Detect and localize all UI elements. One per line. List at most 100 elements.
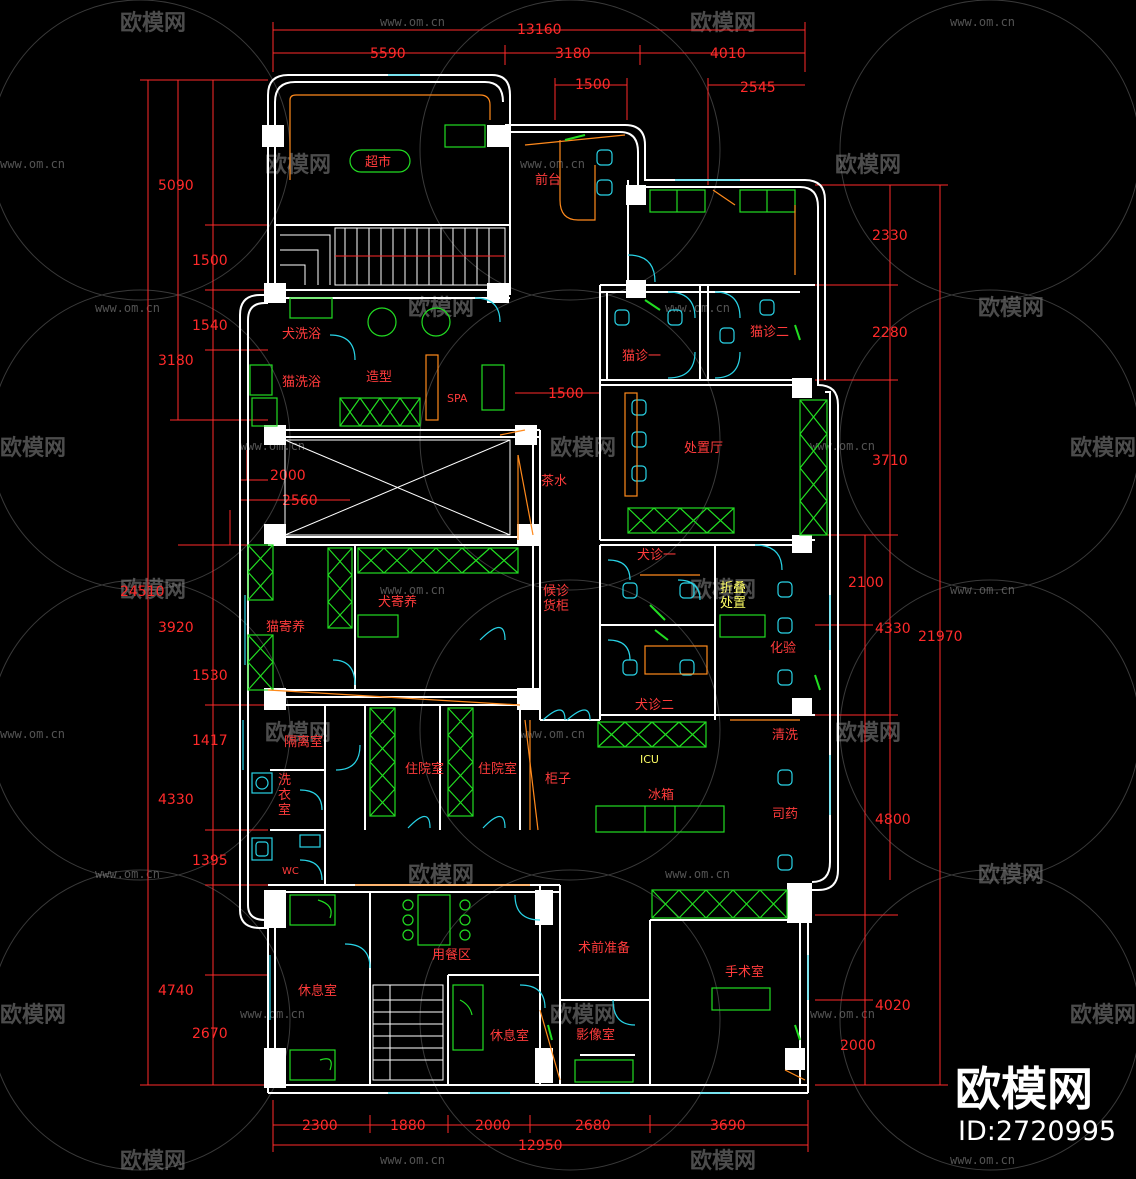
watermark-brand: 欧模网 <box>408 295 474 321</box>
room-cabinet: 柜子 <box>545 772 571 787</box>
room-reception: 前台 <box>535 172 561 188</box>
dim-bottom-a: 2300 <box>302 1118 338 1134</box>
watermark-url: www.om.cn <box>0 157 65 171</box>
room-cleaning: 清洗 <box>772 728 798 743</box>
watermark-url: www.om.cn <box>810 1007 875 1021</box>
dim-right-e: 4330 <box>875 621 911 637</box>
dim-left-a: 5090 <box>158 178 194 194</box>
room-fridge: 冰箱 <box>648 787 674 803</box>
brand-id: ID:2720995 <box>958 1116 1116 1147</box>
room-imaging: 影像室 <box>576 1027 615 1043</box>
dim-right-g: 4020 <box>875 998 911 1014</box>
watermark-brand: 欧模网 <box>978 295 1044 321</box>
watermark-brand: 欧模网 <box>835 720 901 746</box>
watermark-brand: 欧模网 <box>120 10 186 36</box>
dim-right-outer: 21970 <box>918 629 963 645</box>
dim-left-e: 2000 <box>270 468 306 484</box>
dim-right-d: 2100 <box>848 575 884 591</box>
dim-right-f: 4800 <box>875 812 911 828</box>
dim-left-k: 1395 <box>192 853 228 869</box>
room-treatment-hall: 处置厅 <box>684 441 723 456</box>
watermark-url: www.om.cn <box>665 867 730 881</box>
dim-left-m: 2670 <box>192 1026 228 1042</box>
room-supermarket: 超市 <box>365 154 391 170</box>
watermark-brand: 欧模网 <box>0 1002 66 1028</box>
dim-left-b: 1500 <box>192 253 228 269</box>
room-laundry: 洗衣室 <box>278 773 291 818</box>
dimension-labels: 13160 5590 3180 4010 1500 2545 2300 1880… <box>120 22 963 1154</box>
room-icu: ICU <box>640 753 659 766</box>
watermark-brand: 欧模网 <box>690 1148 756 1174</box>
room-pharmacy: 司药 <box>772 807 798 822</box>
watermark-brand: 欧模网 <box>1070 435 1136 461</box>
room-dog-bath: 犬洗浴 <box>282 327 321 342</box>
watermark-url: www.om.cn <box>240 1007 305 1021</box>
dim-right-c: 3710 <box>872 453 908 469</box>
watermark-url: www.om.cn <box>0 727 65 741</box>
dim-left-f: 2560 <box>282 493 318 509</box>
void-cross <box>284 439 511 536</box>
dim-left-i: 1417 <box>192 733 228 749</box>
watermark-url: www.om.cn <box>95 867 160 881</box>
watermark-url: www.om.cn <box>950 583 1015 597</box>
watermark-url: www.om.cn <box>520 727 585 741</box>
room-cat-boarding: 猫寄养 <box>266 619 305 635</box>
watermark-url: www.om.cn <box>380 1153 445 1167</box>
green-furniture <box>247 124 828 1083</box>
watermark-url: www.om.cn <box>380 583 445 597</box>
watermark-brand: 欧模网 <box>690 10 756 36</box>
dim-left-j: 4330 <box>158 792 194 808</box>
watermark-url: www.om.cn <box>95 301 160 315</box>
watermark-url: www.om.cn <box>380 15 445 29</box>
room-labels: 超市 前台 犬洗浴 猫洗浴 造型 SPA 猫诊一 猫诊二 处置厅 茶水 候诊货柜… <box>266 154 798 1044</box>
watermark-url: www.om.cn <box>950 15 1015 29</box>
dim-bottom-c: 2000 <box>475 1118 511 1134</box>
room-dog-boarding: 犬寄养 <box>378 594 417 610</box>
watermark-brand: 欧模网 <box>1070 1002 1136 1028</box>
watermark-brand: 欧模网 <box>408 862 474 888</box>
watermark-brand: 欧模网 <box>265 152 331 178</box>
dim-top-e: 2545 <box>740 80 776 96</box>
room-isolation: 隔离室 <box>284 734 323 750</box>
watermark-brand: 欧模网 <box>550 435 616 461</box>
watermark-brand: 欧模网 <box>835 152 901 178</box>
dim-right-a: 2330 <box>872 228 908 244</box>
brand-watermark: 欧模网 ID:2720995 <box>955 1062 1116 1147</box>
watermark-brand: 欧模网 <box>120 577 186 603</box>
room-lab: 化验 <box>770 640 796 656</box>
dim-bottom-total: 12950 <box>518 1138 563 1154</box>
watermark-brand: 欧模网 <box>120 1148 186 1174</box>
dim-mid-1500: 1500 <box>548 386 584 402</box>
room-wc: WC <box>282 866 299 877</box>
room-styling: 造型 <box>366 370 392 385</box>
dim-left-g: 3920 <box>158 620 194 636</box>
watermark-url: www.om.cn <box>950 1153 1015 1167</box>
room-pre-op: 术前准备 <box>578 940 630 956</box>
dim-right-b: 2280 <box>872 325 908 341</box>
watermark-url: www.om.cn <box>810 439 875 453</box>
dim-top-d: 1500 <box>575 77 611 93</box>
stairs-top <box>280 227 506 286</box>
watermark-brand: 欧模网 <box>265 720 331 746</box>
room-cat-consult-2: 猫诊二 <box>750 325 789 340</box>
watermark-url: www.om.cn <box>665 301 730 315</box>
room-fold-treatment: 折叠处置 <box>720 581 746 611</box>
room-dog-consult-2: 犬诊二 <box>635 698 674 713</box>
dim-top-a: 5590 <box>370 46 406 62</box>
dim-bottom-d: 2680 <box>575 1118 611 1134</box>
watermark-brand: 欧模网 <box>690 577 756 603</box>
dim-top-total: 13160 <box>517 22 562 38</box>
room-ward-1: 住院室 <box>405 761 444 777</box>
columns <box>262 125 812 1088</box>
room-ward-2: 住院室 <box>478 761 517 777</box>
dim-left-c: 1540 <box>192 318 228 334</box>
room-rest-2: 休息室 <box>490 1028 529 1044</box>
dim-bottom-e: 3690 <box>710 1118 746 1134</box>
dim-top-b: 3180 <box>555 46 591 62</box>
room-surgery: 手术室 <box>725 964 764 980</box>
dim-top-c: 4010 <box>710 46 746 62</box>
brand-logo-text: 欧模网 <box>955 1062 1093 1116</box>
room-cat-bath: 猫洗浴 <box>282 375 321 390</box>
